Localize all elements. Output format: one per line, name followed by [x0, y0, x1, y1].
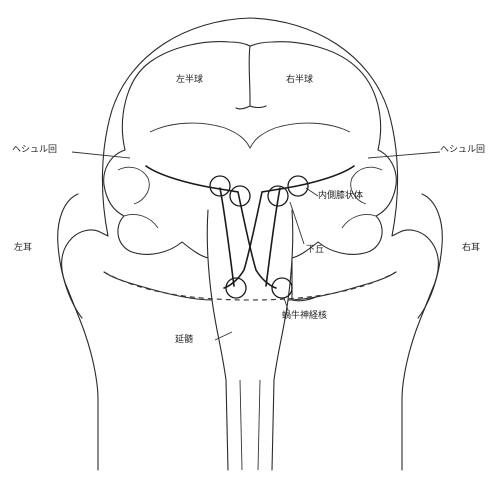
spinal-cord-right	[258, 380, 260, 470]
right-hemisphere-label: 右半球	[286, 76, 313, 85]
left-hemisphere-label: 左半球	[176, 76, 203, 85]
medial-geniculate-label: 内側膝状体	[318, 192, 363, 201]
cochlear-nucleus-label: 蝸牛神経核	[282, 312, 327, 321]
left-ear-shape	[58, 194, 82, 318]
pathway-left	[146, 166, 276, 288]
brainstem-right-edge	[272, 210, 293, 470]
longitudinal-fissure	[236, 46, 266, 109]
leader-heschl-left	[72, 152, 130, 158]
pathway-right-ipsi	[266, 188, 280, 286]
pathway-right	[224, 166, 354, 288]
left-temporal-fold	[118, 167, 158, 228]
leader-medial-geniculate	[306, 188, 318, 196]
brainstem-left-edge	[207, 210, 228, 470]
left-medial-geniculate-node	[210, 176, 230, 196]
medulla-label: 延髄	[175, 336, 193, 345]
inferior-colliculus-label: 下丘	[306, 246, 324, 255]
heschl-gyrus-left-label: ヘシュル回	[12, 146, 57, 155]
level-dashed-line	[104, 272, 396, 300]
inner-contour	[150, 123, 350, 148]
right-ear-shape	[418, 194, 442, 318]
cerebellum-right	[288, 272, 396, 300]
cerebellum-left	[104, 272, 212, 300]
leader-heschl-right	[368, 152, 440, 158]
spinal-cord-left	[240, 380, 242, 470]
right-ear-label: 右耳	[462, 244, 480, 253]
left-ear-label: 左耳	[14, 244, 32, 253]
heschl-gyrus-right-label: ヘシュル回	[440, 146, 485, 155]
